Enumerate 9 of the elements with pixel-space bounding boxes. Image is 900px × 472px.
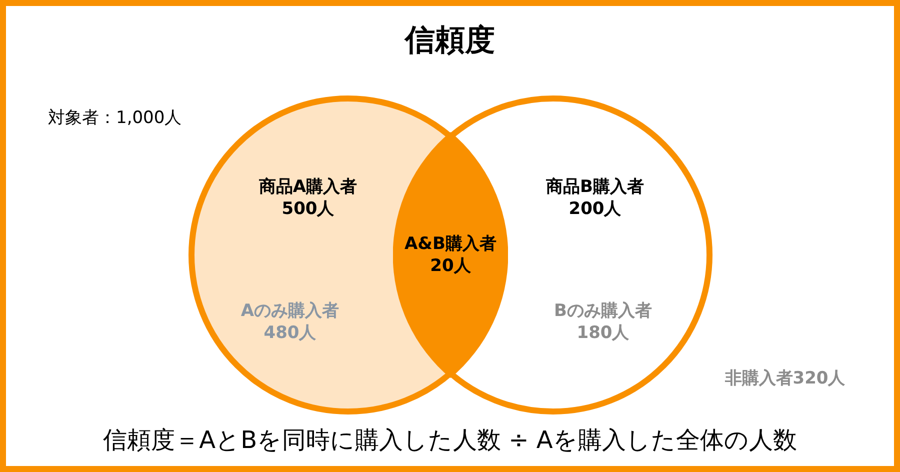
outside-label: 非購入者320人 [724,368,846,390]
formula-caption: 信頼度＝AとBを同時に購入した人数 ÷ Aを購入した全体の人数 [103,425,797,456]
set-label: 商品B購入者 200人 [546,176,644,220]
title: 信頼度 [405,22,495,60]
population-note: 対象者：1,000人 [48,107,182,129]
subset-label: Bのみ購入者 180人 [554,300,652,344]
set-label: A&B購入者 20人 [404,233,496,277]
subset-label: Aのみ購入者 480人 [240,300,340,344]
set-label: 商品A購入者 500人 [258,176,358,220]
